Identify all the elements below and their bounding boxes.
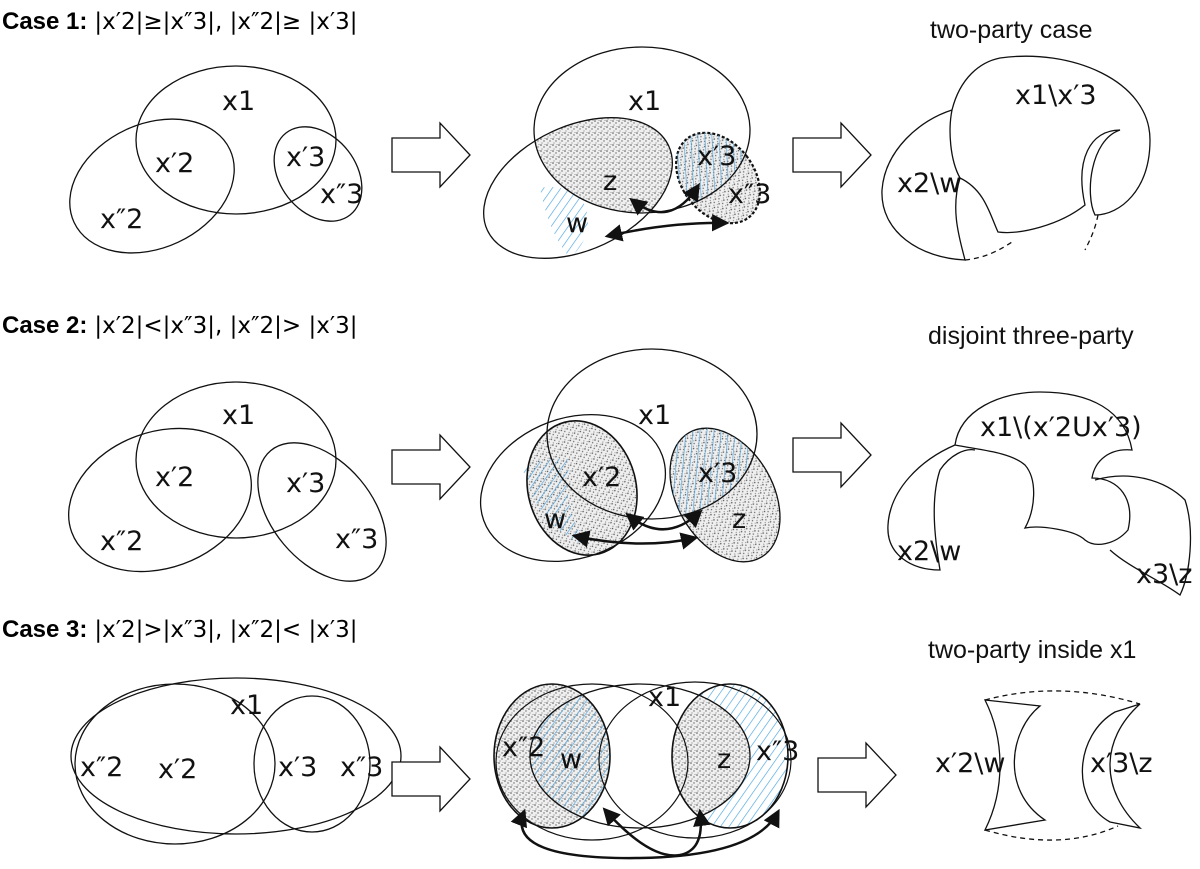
case-2-panel-2: x1 x′2 w x′3 z: [479, 348, 781, 563]
case-2-panel-1: x1 x′2 x″2 x′3 x″3: [68, 381, 387, 582]
case-3-panel-2: x1 x″2 w z x″3: [493, 681, 799, 860]
case-3-panel-1: x1 x″2 x′2 x′3 x″3: [70, 677, 402, 845]
label-x2-minus-w: x2\w: [897, 168, 961, 199]
label-x1-minus-x3p: x1\x′3: [1015, 80, 1097, 111]
label-x2-prime: x′2: [155, 148, 194, 179]
swap-arrow-z-x3p: [629, 183, 700, 216]
label-x1: x1: [222, 86, 255, 117]
case-3-heading: Case 3: |x′2|>|x″3|, |x″2|< |x′3|: [2, 616, 358, 643]
label-x1: x1: [638, 400, 671, 431]
swap-arrow-w-x3pp: [604, 214, 730, 242]
swap-arrow-x2-z: [625, 509, 703, 531]
label-x3-prime: x′3: [278, 752, 317, 783]
case-1-panel-1: x1 x′2 x″2 x′3 x″3: [69, 65, 363, 254]
case-1-condition: |x′2|≥|x″3|, |x″2|≥ |x′3|: [94, 9, 358, 35]
label-x2-double-prime: x″2: [502, 732, 545, 763]
w-region: [523, 458, 590, 548]
swap-arrow-w-x3: [571, 530, 699, 550]
label-x3-double-prime: x″3: [728, 179, 771, 210]
x3-set: [257, 442, 387, 582]
case-2-condition: |x′2|<|x″3|, |x″2|> |x′3|: [94, 313, 358, 339]
label-x1: x1: [222, 400, 255, 431]
case-3-result-label: two-party inside x1: [928, 636, 1137, 664]
case-2-panel-3: x1\(x′2Ux′3) x2\w x3\z: [887, 391, 1192, 596]
case-1-result-label: two-party case: [930, 16, 1093, 44]
label-x2-double-prime: x″2: [100, 204, 143, 235]
case-2-arrow-2: [792, 421, 872, 489]
label-x2-double-prime: x″2: [100, 526, 143, 557]
case-1-heading: Case 1: |x′2|≥|x″3|, |x″2|≥ |x′3|: [2, 8, 358, 35]
label-x2-prime: x′2: [155, 462, 194, 493]
x1-set: [135, 381, 337, 539]
case-1-title: Case 1: [2, 8, 80, 35]
case-2-title: Case 2: [2, 312, 80, 339]
label-x3-double-prime: x″3: [320, 179, 363, 210]
label-z: z: [717, 744, 731, 775]
label-x3-double-prime: x″3: [756, 736, 799, 767]
label-z: z: [603, 166, 617, 197]
label-x1: x1: [628, 86, 661, 117]
case-2-heading: Case 2: |x′2|<|x″3|, |x″2|> |x′3|: [2, 312, 358, 339]
label-x3p-minus-z: x′3\z: [1090, 748, 1153, 779]
x3-set: [273, 126, 363, 222]
label-x2-minus-w: x2\w: [897, 536, 961, 567]
label-w: w: [560, 744, 582, 775]
label-x3-prime: x′3: [286, 468, 325, 499]
label-x3-prime: x′3: [286, 142, 325, 173]
case-1-arrow-2: [792, 121, 872, 189]
label-x2-prime: x′2: [582, 462, 621, 493]
swap-arrow-w-z: [602, 807, 711, 857]
x2-set: [68, 427, 252, 573]
x3-set: [253, 695, 371, 833]
case-3-arrow-2: [817, 741, 897, 809]
swap-arrow-x2pp-x3pp: [510, 808, 780, 860]
x2-set: [69, 118, 235, 254]
x2-set: [483, 117, 673, 259]
label-x2-prime: x′2: [158, 754, 197, 785]
label-x3-double-prime: x″3: [335, 524, 378, 555]
case-1-panel-2: x1 z w x′3 x″3: [483, 46, 771, 259]
label-z: z: [732, 504, 746, 535]
label-w: w: [544, 504, 566, 535]
label-x1-minus-union: x1\(x′2Ux′3): [980, 412, 1142, 443]
label-w: w: [566, 208, 588, 239]
x1-set: [70, 677, 402, 835]
label-x1: x1: [648, 682, 681, 713]
x2-set: [74, 683, 276, 845]
label-x2-double-prime: x″2: [80, 752, 123, 783]
label-x3-double-prime: x″3: [340, 752, 383, 783]
case-3-title: Case 3: [2, 616, 80, 643]
label-x2p-minus-w: x′2\w: [935, 748, 1005, 779]
label-x1: x1: [230, 690, 263, 721]
case-1-panel-3: x1\x′3 x2\w: [881, 55, 1151, 261]
case-2-arrow-1: [391, 433, 471, 501]
label-x3-prime: x′3: [698, 458, 737, 489]
w-region: [540, 187, 588, 258]
label-x3-prime: x′3: [697, 141, 736, 172]
case-3-panel-3: x′2\w x′3\z: [935, 690, 1153, 841]
x1-set: [135, 65, 337, 215]
case-1-arrow-1: [391, 121, 471, 189]
label-x3-minus-z: x3\z: [1136, 559, 1192, 590]
case-2-result-label: disjoint three-party: [928, 322, 1134, 350]
case-3-arrow-1: [391, 745, 471, 813]
case-3-condition: |x′2|>|x″3|, |x″2|< |x′3|: [94, 617, 358, 643]
